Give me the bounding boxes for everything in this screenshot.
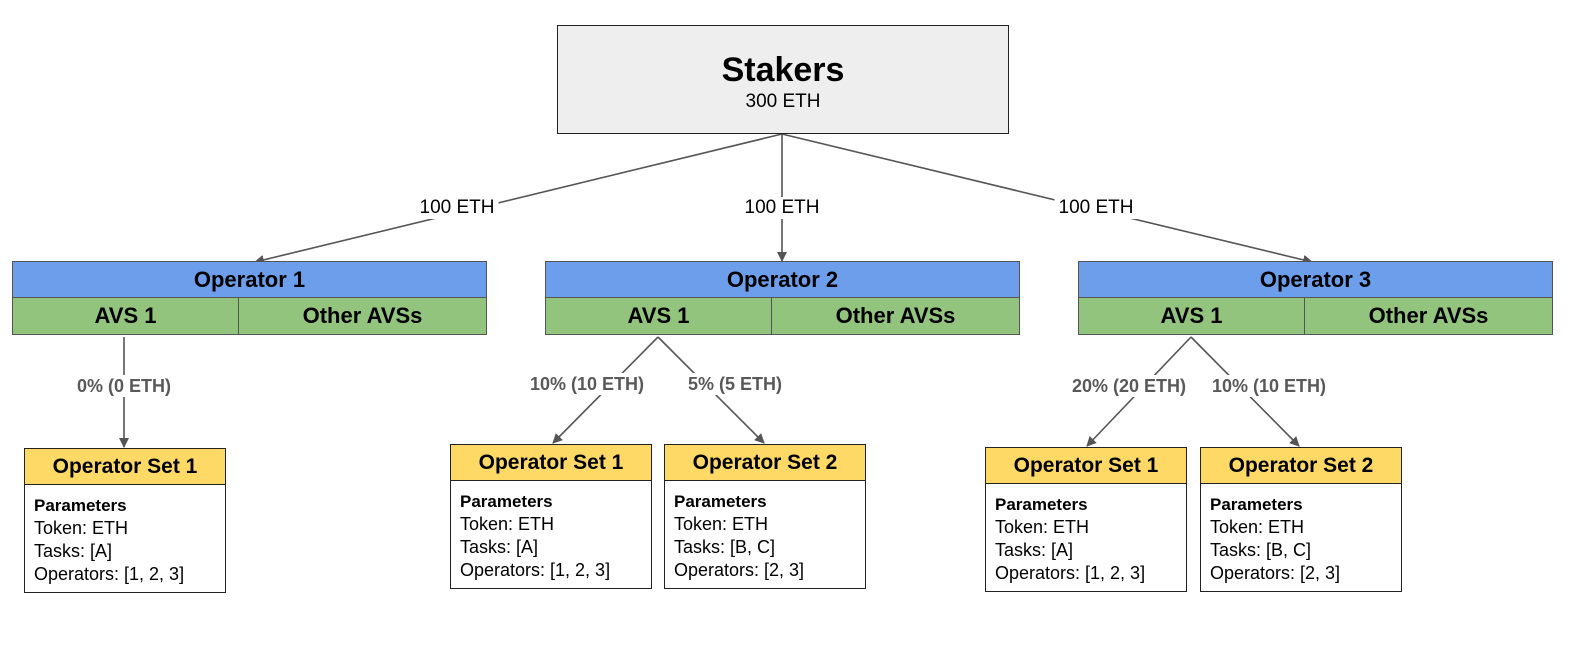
operator-1-other-avss: Other AVSs [238,297,487,335]
stakers-node: Stakers 300 ETH [557,25,1009,134]
param-operators: Operators: [1, 2, 3] [460,560,611,580]
param-operators: Operators: [1, 2, 3] [34,564,185,584]
param-token: Token: ETH [1210,517,1305,537]
op3-set2-slash-label: 10% (10 ETH) [1208,375,1330,397]
op2-operator-set-2: Operator Set 2 Parameters Token: ETH Tas… [664,444,866,589]
op1-set1-slash-label: 0% (0 ETH) [73,375,175,397]
param-tasks: Tasks: [A] [460,537,539,557]
op3-set1-title: Operator Set 1 [985,447,1187,484]
op2-set1-slash-label: 10% (10 ETH) [526,373,648,395]
op2-set1-title: Operator Set 1 [450,444,652,481]
operator-1-node: Operator 1 AVS 1 Other AVSs [12,261,487,336]
params-heading: Parameters [995,495,1088,514]
param-token: Token: ETH [995,517,1090,537]
param-token: Token: ETH [34,518,129,538]
op2-operator-set-1: Operator Set 1 Parameters Token: ETH Tas… [450,444,652,589]
operator-1-title: Operator 1 [12,261,487,298]
operator-3-avs-1: AVS 1 [1078,297,1305,335]
op3-set2-params: Parameters Token: ETH Tasks: [B, C] Oper… [1200,484,1402,592]
op3-operator-set-1: Operator Set 1 Parameters Token: ETH Tas… [985,447,1187,592]
operator-2-title: Operator 2 [545,261,1020,298]
operator-1-avs-1: AVS 1 [12,297,239,335]
op1-operator-set-1: Operator Set 1 Parameters Token: ETH Tas… [24,448,226,593]
params-heading: Parameters [460,492,553,511]
allocation-label-operator-2: 100 ETH [740,197,824,219]
op2-set2-title: Operator Set 2 [664,444,866,481]
op3-set2-title: Operator Set 2 [1200,447,1402,484]
allocation-label-operator-3: 100 ETH [1054,197,1138,219]
param-token: Token: ETH [674,514,769,534]
param-tasks: Tasks: [A] [34,541,113,561]
operator-2-other-avss: Other AVSs [771,297,1020,335]
operator-2-avs-1: AVS 1 [545,297,772,335]
op2-set2-params: Parameters Token: ETH Tasks: [B, C] Oper… [664,481,866,589]
params-heading: Parameters [34,496,127,515]
params-heading: Parameters [1210,495,1303,514]
param-tasks: Tasks: [B, C] [1210,540,1312,560]
operator-3-other-avss: Other AVSs [1304,297,1553,335]
param-token: Token: ETH [460,514,555,534]
stakers-amount: 300 ETH [745,91,821,112]
op1-set1-title: Operator Set 1 [24,448,226,485]
param-tasks: Tasks: [B, C] [674,537,776,557]
edge-stakers-operator-1 [254,133,783,265]
operator-2-node: Operator 2 AVS 1 Other AVSs [545,261,1020,336]
op3-set1-slash-label: 20% (20 ETH) [1068,375,1190,397]
stakers-title: Stakers [721,51,845,89]
op3-operator-set-2: Operator Set 2 Parameters Token: ETH Tas… [1200,447,1402,592]
operator-3-title: Operator 3 [1078,261,1553,298]
param-operators: Operators: [1, 2, 3] [995,563,1146,583]
allocation-label-operator-1: 100 ETH [415,197,499,219]
op1-set1-params: Parameters Token: ETH Tasks: [A] Operato… [24,485,226,593]
params-heading: Parameters [674,492,767,511]
op2-set2-slash-label: 5% (5 ETH) [684,373,786,395]
param-operators: Operators: [2, 3] [1210,563,1341,583]
param-operators: Operators: [2, 3] [674,560,805,580]
param-tasks: Tasks: [A] [995,540,1074,560]
edge-stakers-operator-3 [781,133,1313,265]
op2-set1-params: Parameters Token: ETH Tasks: [A] Operato… [450,481,652,589]
operator-3-node: Operator 3 AVS 1 Other AVSs [1078,261,1553,336]
op3-set1-params: Parameters Token: ETH Tasks: [A] Operato… [985,484,1187,592]
